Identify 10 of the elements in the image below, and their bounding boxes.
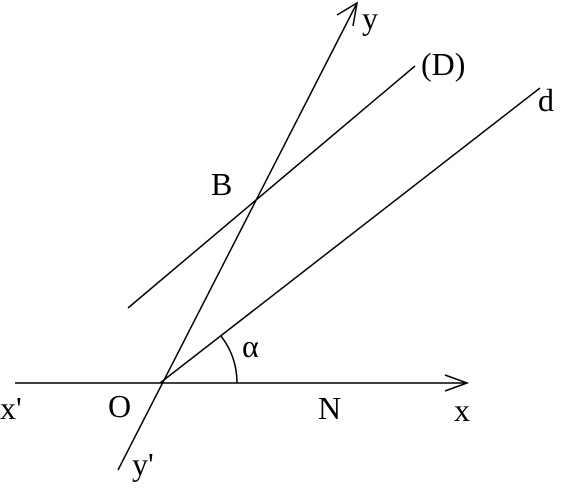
- point-label: x: [454, 394, 470, 426]
- point-label: α: [242, 330, 259, 362]
- point-label: y': [132, 448, 154, 480]
- point-label: x': [0, 392, 22, 424]
- point-label: B: [211, 168, 232, 200]
- point-label: N: [318, 392, 342, 424]
- point-label: O: [108, 390, 132, 422]
- point-label: (D): [421, 48, 466, 80]
- point-label: d: [538, 84, 554, 116]
- point-label: y: [362, 2, 378, 34]
